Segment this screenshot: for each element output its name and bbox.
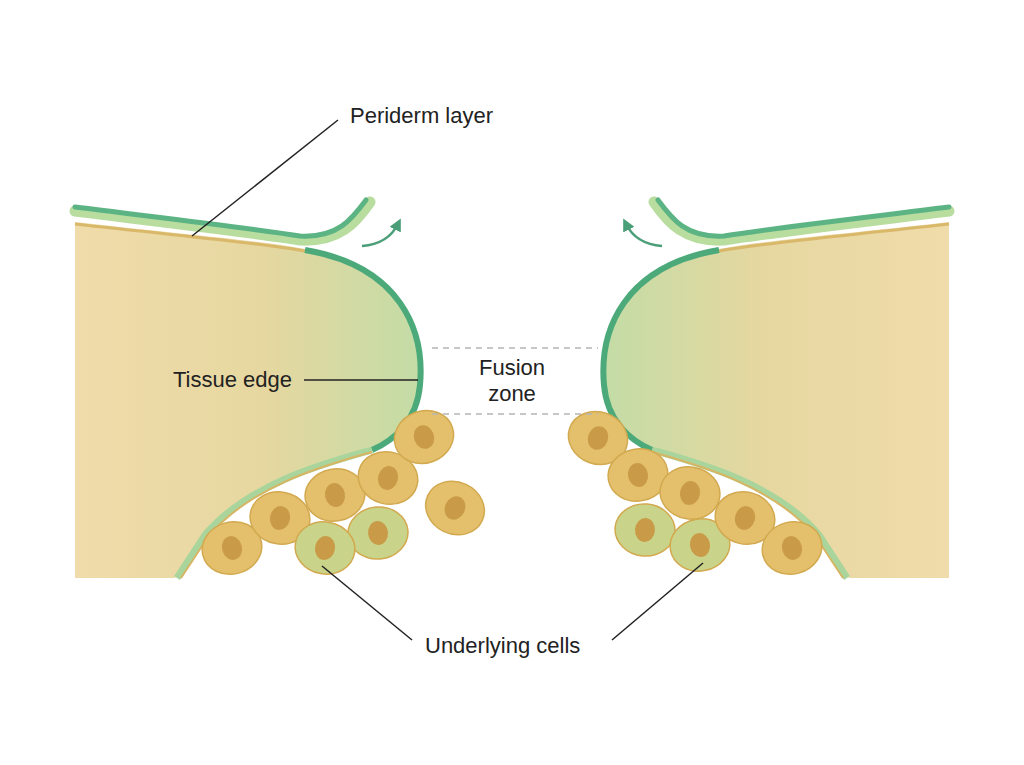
cell-group (196, 402, 827, 581)
cell-body (387, 402, 461, 471)
part-label: Periderm layer (350, 103, 493, 129)
cell-nucleus (323, 481, 347, 508)
cell-body (417, 472, 493, 544)
cell-nucleus (634, 517, 656, 543)
peel-arrow (362, 224, 398, 246)
fusion-dash (432, 347, 598, 349)
cell (346, 504, 410, 561)
fusion-dash (432, 413, 598, 415)
tissue-shape (603, 200, 949, 578)
cell-body (291, 517, 359, 579)
cell-nucleus (268, 504, 292, 531)
cell-body (613, 501, 677, 558)
cell-nucleus (626, 461, 650, 488)
cell-nucleus (688, 531, 712, 558)
tissue-shape (75, 200, 421, 578)
cell-body (346, 504, 410, 561)
cell-body (756, 515, 827, 581)
cell-nucleus (313, 534, 337, 561)
cell-nucleus (441, 493, 469, 523)
cell-nucleus (732, 504, 758, 532)
leader-line (322, 566, 412, 640)
cell (387, 402, 461, 471)
part-label: Fusion zone (464, 355, 560, 408)
cell (756, 515, 827, 581)
cell-nucleus (410, 422, 437, 451)
cell-nucleus (219, 534, 245, 562)
cell (613, 501, 677, 558)
cell-nucleus (367, 520, 389, 546)
cell-nucleus (584, 423, 611, 452)
periderm-line (75, 200, 366, 236)
cell-nucleus (779, 534, 805, 562)
cell (417, 472, 493, 544)
part-label: Tissue edge (173, 367, 292, 393)
cell (291, 517, 359, 579)
cell-nucleus (375, 464, 401, 492)
cell-nucleus (678, 479, 702, 506)
leader-line (304, 379, 418, 381)
part-label: Underlying cells (425, 633, 580, 659)
leader-line (612, 563, 703, 640)
leader-line (192, 120, 338, 236)
